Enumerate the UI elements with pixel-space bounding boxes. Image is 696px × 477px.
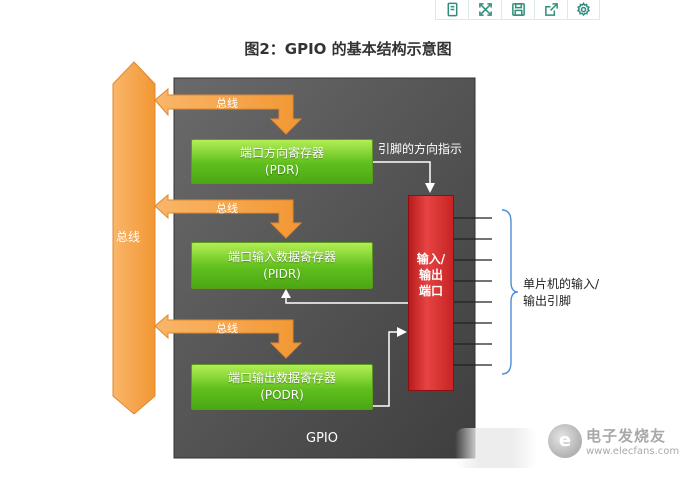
bus-arrow-label-3: 总线 — [216, 322, 238, 335]
expand-icon[interactable] — [468, 0, 501, 20]
gpio-label: GPIO — [306, 431, 338, 446]
io-port-line-2: 输出 — [418, 268, 443, 282]
register-podr-abbr: (PODR) — [260, 388, 304, 402]
bus-arrow-1 — [154, 87, 303, 135]
output-arrowhead — [397, 327, 407, 337]
document-icon[interactable] — [435, 0, 468, 20]
io-port-block: 输入/ 输出 端口 — [408, 195, 454, 391]
settings-icon[interactable] — [567, 0, 600, 20]
direction-connector — [373, 161, 431, 184]
input-connector — [285, 296, 408, 304]
direction-label: 引脚的方向指示 — [378, 142, 463, 156]
register-podr: 端口输出数据寄存器 (PODR) — [191, 364, 373, 410]
input-arrowhead — [281, 289, 291, 298]
pins-label-line-1: 单片机的输入/ — [523, 277, 600, 291]
bus-arrow-3 — [154, 313, 303, 359]
watermark: e 电子发烧友 www.elecfans.com — [548, 424, 679, 458]
register-pidr-name: 端口输入数据寄存器 — [227, 249, 336, 264]
toolbar — [435, 0, 600, 20]
register-pdr: 端口方向寄存器 (PDR) — [191, 139, 373, 184]
io-port-line-1: 输入/ — [416, 252, 446, 266]
pins-label-line-2: 输出引脚 — [523, 294, 572, 308]
bus-label: 总线 — [116, 230, 141, 244]
bus-arrow-label-1: 总线 — [216, 97, 238, 110]
watermark-logo-icon: e — [548, 424, 582, 458]
pins-label: 单片机的输入/ 输出引脚 — [523, 276, 599, 310]
bus-arrow-2 — [154, 193, 303, 239]
save-icon[interactable] — [501, 0, 534, 20]
bus-arrow-label-2: 总线 — [216, 202, 238, 215]
register-pdr-abbr: (PDR) — [264, 162, 300, 177]
pins — [454, 217, 492, 366]
output-connector — [373, 331, 398, 407]
watermark-smudge — [455, 428, 537, 468]
figure-title: 图2：GPIO 的基本结构示意图 — [244, 40, 452, 58]
direction-arrowhead — [425, 183, 435, 193]
share-icon[interactable] — [534, 0, 567, 20]
bus-vertical — [112, 61, 156, 415]
register-podr-name: 端口输出数据寄存器 — [227, 371, 336, 385]
pins-brace — [501, 209, 519, 375]
register-pidr-abbr: (PIDR) — [263, 266, 301, 281]
register-pidr: 端口输入数据寄存器 (PIDR) — [191, 242, 373, 289]
register-pdr-name: 端口方向寄存器 — [239, 145, 324, 160]
watermark-url: www.elecfans.com — [586, 446, 680, 457]
watermark-name: 电子发烧友 — [586, 427, 667, 445]
io-port-line-3: 端口 — [418, 284, 443, 298]
